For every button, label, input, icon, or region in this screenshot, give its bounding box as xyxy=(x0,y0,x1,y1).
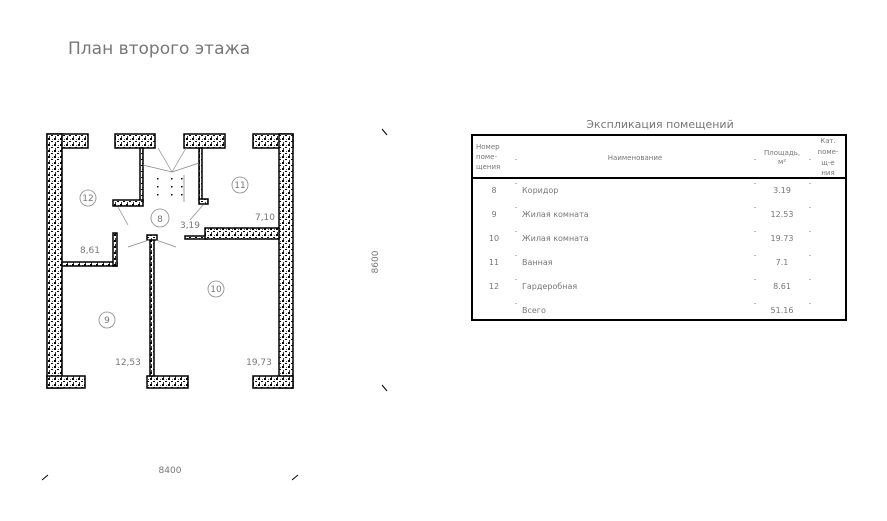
room-area: 8,61 xyxy=(80,246,100,256)
cell-name: Коридор xyxy=(522,186,558,195)
wall xyxy=(46,133,63,389)
header-number: Номер xyxy=(476,143,500,151)
cell-number: 11 xyxy=(489,258,499,267)
cell-name: Жилая комната xyxy=(522,210,589,219)
cell-area: 8.61 xyxy=(773,282,791,291)
header-category: ния xyxy=(821,169,834,177)
cell-number: 9 xyxy=(491,210,496,219)
wall xyxy=(146,375,189,389)
room-area: 3,19 xyxy=(180,221,200,231)
partition xyxy=(61,261,118,267)
cell-name: Ванная xyxy=(522,258,553,267)
partition xyxy=(139,147,144,203)
room-area: 7,10 xyxy=(255,213,275,223)
header-area: Площадь, xyxy=(764,149,800,157)
header-category: Кат. xyxy=(820,137,836,145)
wall xyxy=(46,375,86,389)
table-row: 10 Жилая комната 19.73 xyxy=(489,234,794,243)
cell-area: 3.19 xyxy=(773,186,791,195)
cell-number: 10 xyxy=(489,234,499,243)
cell-area: 19.73 xyxy=(771,234,794,243)
partition xyxy=(149,237,155,377)
partition xyxy=(204,227,280,240)
cell-number: 8 xyxy=(491,186,496,195)
table-row: 11 Ванная 7.1 xyxy=(489,258,788,267)
room-area: 12,53 xyxy=(115,358,141,368)
height-dimension: 8600 xyxy=(371,250,381,273)
wall xyxy=(183,133,226,149)
header-number: щения xyxy=(476,163,500,171)
header-name: Наименование xyxy=(608,154,662,162)
room-number: 10 xyxy=(210,285,222,295)
table-title: Экспликация помещений xyxy=(586,118,734,131)
dimension-ticks xyxy=(41,128,388,481)
table-row: 9 Жилая комната 12.53 xyxy=(491,210,793,219)
cell-name: Всего xyxy=(522,306,546,315)
room-number: 9 xyxy=(104,316,110,326)
room-number: 8 xyxy=(157,215,163,225)
wall xyxy=(114,133,156,149)
width-dimension: 8400 xyxy=(159,466,182,476)
partition xyxy=(184,235,208,240)
partition xyxy=(112,232,118,267)
cell-name: Гардеробная xyxy=(522,282,577,291)
plan-title: План второго этажа xyxy=(68,39,250,59)
header-category: поме- xyxy=(818,148,839,156)
cell-name: Жилая комната xyxy=(522,234,589,243)
cell-area: 12.53 xyxy=(771,210,794,219)
partition xyxy=(146,234,158,241)
header-area: м² xyxy=(778,158,786,166)
cell-area: 51.16 xyxy=(771,306,794,315)
partition xyxy=(198,147,203,201)
room-area: 19,73 xyxy=(246,358,272,368)
explication-table xyxy=(471,134,847,321)
room-markers xyxy=(79,176,249,329)
door-swings xyxy=(117,147,204,248)
table-row: Всего 51.16 xyxy=(522,306,793,315)
wall xyxy=(252,375,294,389)
header-number: поме- xyxy=(476,153,497,161)
room-number: 12 xyxy=(82,194,93,204)
floor-plan xyxy=(46,133,294,389)
stairs xyxy=(157,178,183,196)
partition xyxy=(198,198,209,205)
wall xyxy=(278,133,294,389)
table-row: 8 Коридор 3.19 xyxy=(491,186,790,195)
cell-area: 7.1 xyxy=(776,258,789,267)
room-number: 11 xyxy=(234,181,245,191)
cell-number: 12 xyxy=(489,282,499,291)
table-row: 12 Гардеробная 8.61 xyxy=(489,282,791,291)
partition xyxy=(112,199,144,207)
header-category: щ-е xyxy=(821,159,834,167)
